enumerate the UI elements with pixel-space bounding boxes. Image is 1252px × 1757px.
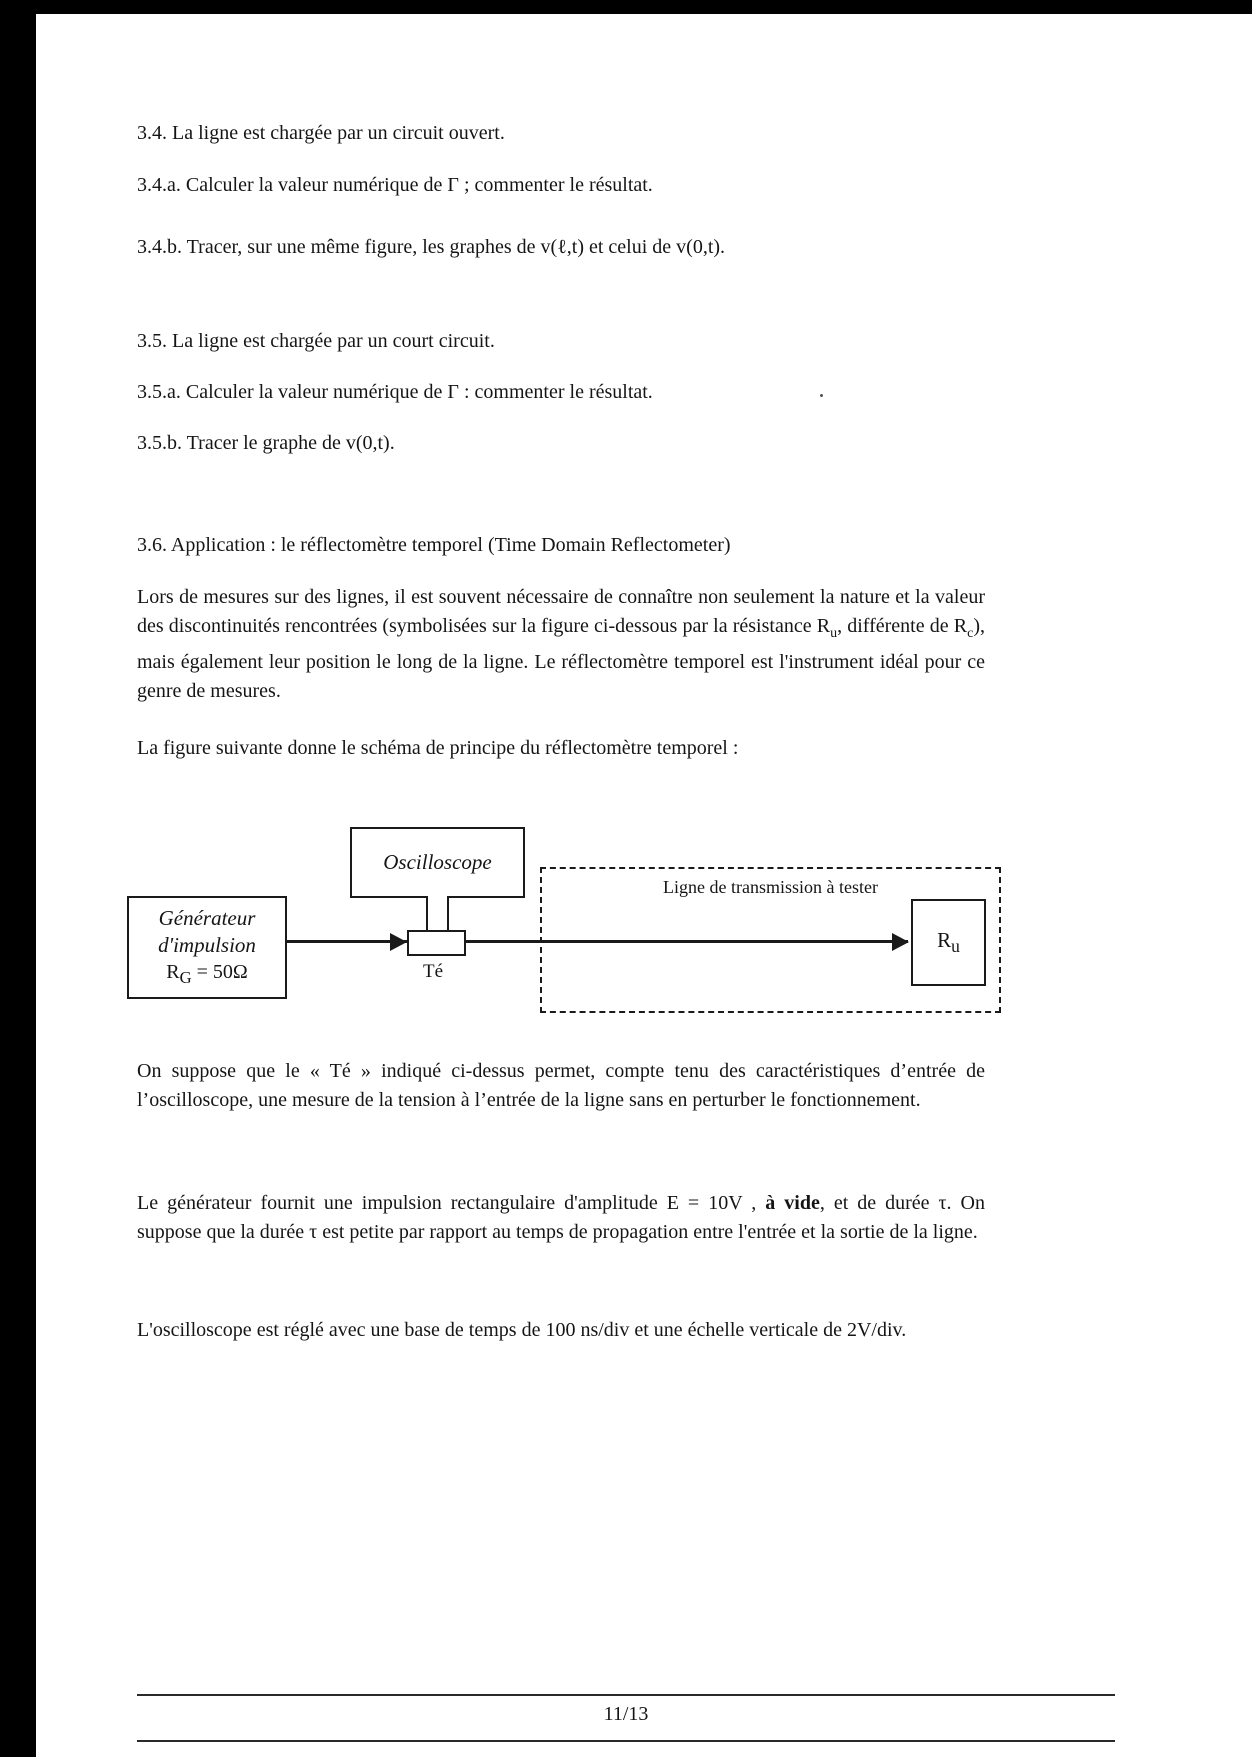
ru-subscript: u (951, 936, 960, 957)
scan-speck (820, 394, 823, 397)
ru-label: Ru (937, 928, 960, 957)
arrowhead-to-ru (892, 933, 909, 951)
page-number: 11/13 (603, 1703, 649, 1725)
intro-text-2: , différente de R (837, 615, 968, 637)
intro-text-3: ), mais également leur position le long … (137, 615, 985, 702)
scan-artifact-left-bar (0, 0, 36, 1757)
gen-text-1: Le générateur fournit une impulsion rect… (137, 1192, 766, 1214)
heading-3-4-b: 3.4.b. Tracer, sur une même figure, les … (137, 236, 726, 258)
paragraph-discontinuities: Lors de mesures sur des lignes, il est s… (137, 583, 985, 706)
intro-text-1: Lors de mesures sur des lignes, il est s… (137, 586, 985, 637)
footer-rule-top (137, 1694, 1115, 1696)
r-c-subscript: c (967, 626, 974, 641)
heading-3-4-a: 3.4.a. Calculer la valeur numérique de Γ… (137, 174, 653, 196)
footer-rule-bottom (137, 1740, 1115, 1742)
paragraph-te-assumption: On suppose que le « Té » indiqué ci-dess… (137, 1060, 985, 1111)
heading-3-5-a: 3.5.a. Calculer la valeur numérique de Γ… (137, 381, 653, 403)
scan-artifact-top-bar (0, 0, 1252, 14)
r-u-subscript: u (830, 626, 838, 641)
figure-intro-line: La figure suivante donne le schéma de pr… (137, 737, 739, 759)
generator-r-subscript: G (179, 967, 192, 987)
generator-r-value: = 50Ω (191, 960, 248, 983)
line-under-test-label: Ligne de transmission à tester (663, 877, 878, 897)
te-label: Té (423, 961, 444, 982)
gen-text-bold: à vide (765, 1192, 820, 1214)
paragraph-oscilloscope-settings: L'oscilloscope est réglé avec une base d… (137, 1319, 907, 1341)
heading-3-4: 3.4. La ligne est chargée par un circuit… (137, 122, 505, 144)
line-under-test-dashed-box: Ligne de transmission à tester (540, 867, 1001, 1013)
heading-3-6: 3.6. Application : le réflectomètre temp… (137, 534, 731, 556)
generator-label-line2: d'impulsion (158, 932, 256, 957)
generator-resistance: RG = 50Ω (166, 959, 248, 991)
load-resistance-box: Ru (911, 899, 986, 986)
heading-3-5-b: 3.5.b. Tracer le graphe de v(0,t). (137, 432, 395, 454)
gen-text-2: , et de durée τ. On suppose que la durée… (137, 1192, 985, 1243)
oscilloscope-probe-stem (426, 896, 449, 933)
heading-3-5: 3.5. La ligne est chargée par un court c… (137, 330, 495, 352)
ru-r: R (937, 927, 952, 952)
oscilloscope-box: Oscilloscope (350, 827, 525, 898)
transmission-line-wire (287, 940, 908, 943)
pulse-generator-box: Générateur d'impulsion RG = 50Ω (127, 896, 287, 999)
oscilloscope-label: Oscilloscope (383, 850, 492, 874)
generator-label-line1: Générateur (158, 905, 256, 930)
arrowhead-to-te (390, 933, 407, 951)
generator-r: R (166, 960, 180, 983)
te-junction-box (407, 930, 466, 956)
paragraph-generator: Le générateur fournit une impulsion rect… (137, 1189, 985, 1247)
